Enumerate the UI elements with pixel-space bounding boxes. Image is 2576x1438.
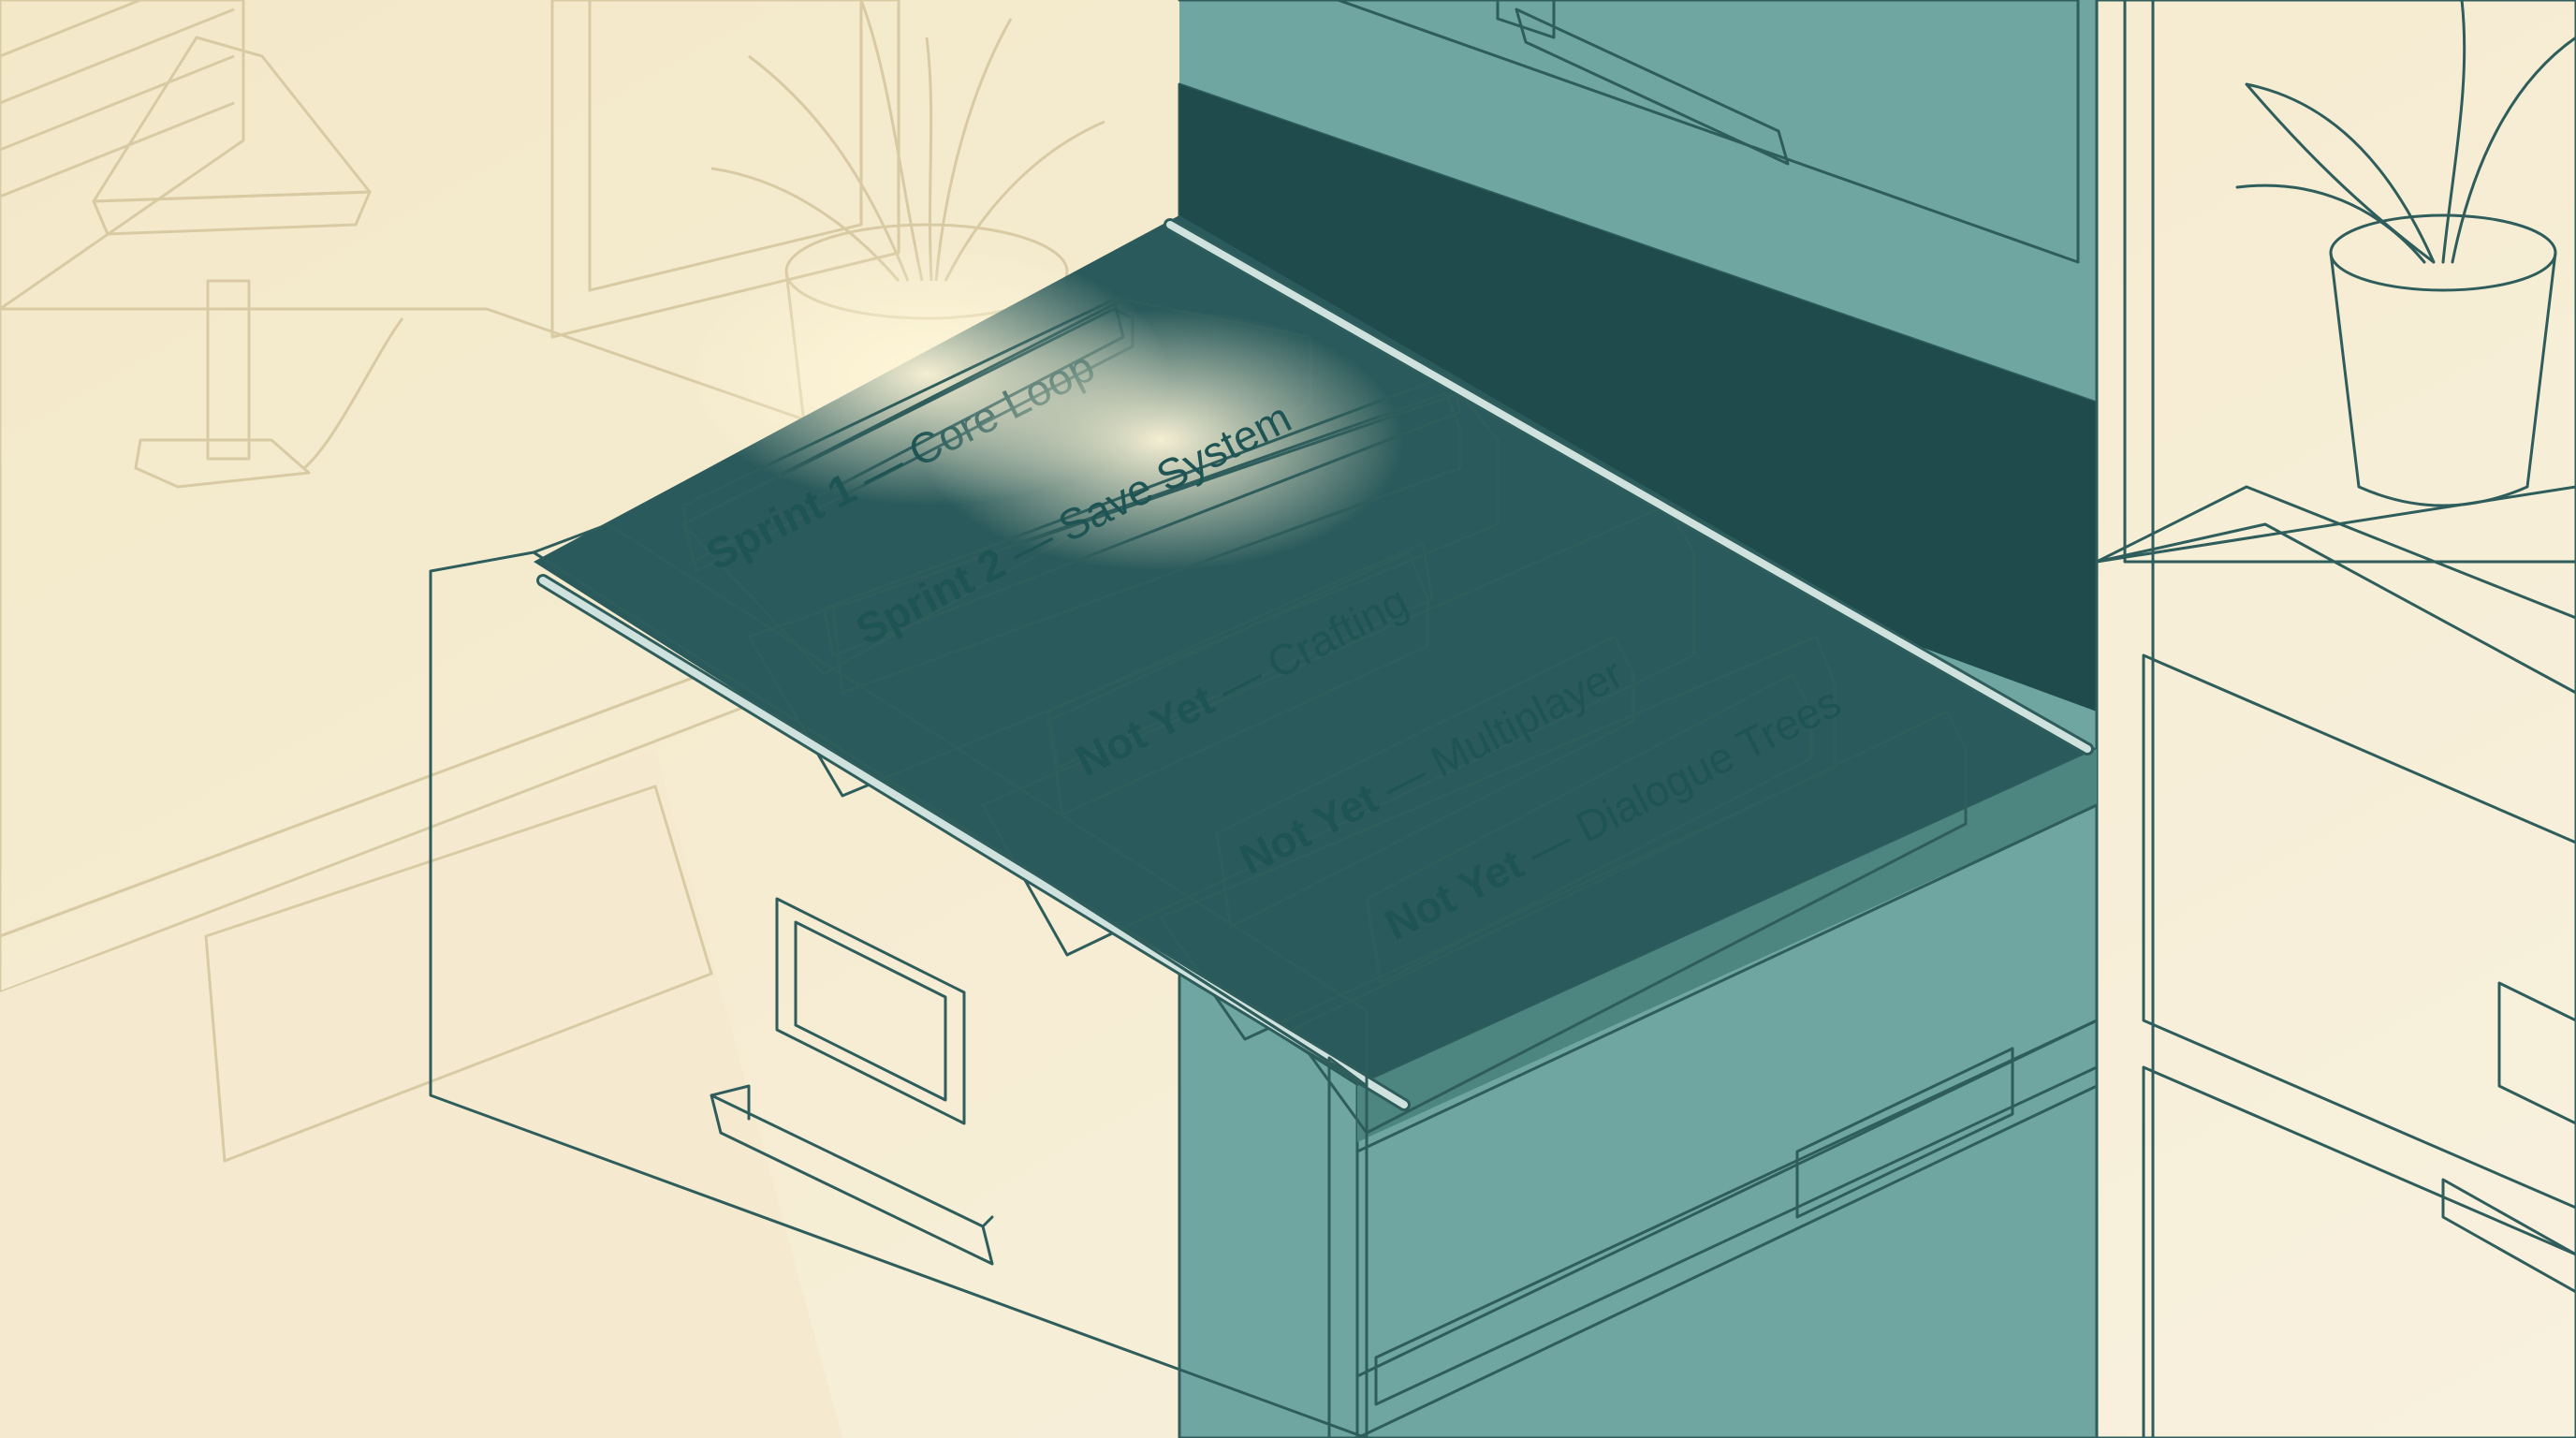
potted-plant-icon [2235, 0, 2576, 507]
drawer-handle-icon[interactable] [1515, 7, 1790, 166]
drawer-handle-icon[interactable] [2441, 1178, 2576, 1294]
table-lamp-icon [92, 36, 404, 489]
drawer-handle-icon[interactable] [710, 1084, 994, 1266]
label-holder-icon [775, 897, 966, 1125]
side-cabinet [2095, 0, 2576, 1438]
top-drawer[interactable] [1178, 0, 2080, 264]
open-drawer[interactable]: Sprint 1 — Core Loop Sprint 2 — Save Sys… [429, 215, 2099, 1438]
